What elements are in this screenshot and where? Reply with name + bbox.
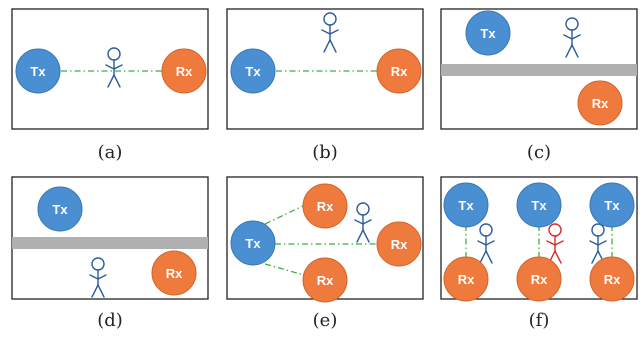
rx-label: Rx [391, 237, 408, 252]
panel-f-rx-2: Rx [516, 256, 562, 302]
person-limb [565, 44, 573, 58]
caption-d: (d) [97, 310, 123, 331]
panel-e-tx: Tx [230, 220, 276, 266]
panel-a-person [105, 47, 123, 88]
panel-c-tx: Tx [465, 10, 511, 56]
rx-label: Rx [592, 96, 609, 111]
panel-d: Tx Rx (d) [11, 176, 209, 331]
tx-label: Tx [245, 64, 261, 79]
panel-b-rx: Rx [376, 48, 422, 94]
rx-label: Rx [317, 273, 334, 288]
person-limb [97, 274, 107, 280]
panel-e-rx-top: Rx [302, 183, 348, 229]
person-limb [485, 250, 493, 264]
person-limb [477, 240, 487, 246]
person-limb [113, 74, 121, 88]
panel-c-wall [441, 64, 637, 76]
panel-a: Tx Rx (a) [11, 8, 209, 163]
panel-e-person [354, 202, 372, 243]
person-limb [589, 240, 599, 246]
person-limb [554, 250, 562, 264]
panel-c-person [563, 17, 581, 58]
person-limb [323, 39, 331, 53]
panel-b-tx: Tx [230, 48, 276, 94]
panel-f-person-2-highlighted [546, 223, 564, 264]
panel-c: Tx Rx (c) [440, 8, 638, 163]
tx-label: Tx [531, 198, 547, 213]
tx-label: Tx [480, 26, 496, 41]
person-limb [591, 250, 599, 264]
person-limb [105, 64, 115, 70]
person-limb [329, 29, 339, 35]
person-limb [479, 250, 487, 264]
tx-label: Tx [52, 202, 68, 217]
panel-d-wall [12, 237, 208, 249]
rx-label: Rx [391, 64, 408, 79]
rx-label: Rx [176, 64, 193, 79]
panel-a-tx: Tx [15, 48, 61, 94]
person-limb [362, 219, 372, 225]
person-limb [89, 274, 99, 280]
panel-d-rx: Rx [151, 250, 197, 296]
rx-label: Rx [166, 266, 183, 281]
rx-label: Rx [604, 272, 621, 287]
person-limb [113, 64, 123, 70]
panel-d-person [89, 257, 107, 298]
tx-label: Tx [604, 198, 620, 213]
person-limb [356, 229, 364, 243]
tx-label: Tx [245, 236, 261, 251]
person-limb [362, 229, 370, 243]
panel-b-person [321, 12, 339, 53]
panel-f-rx-3: Rx [589, 256, 635, 302]
tx-label: Tx [458, 198, 474, 213]
rx-label: Rx [458, 272, 475, 287]
panel-f-rx-1: Rx [443, 256, 489, 302]
caption-b: (b) [312, 142, 338, 163]
panel-f: Tx Tx Tx Rx Rx Rx (f) [440, 176, 638, 331]
rx-label: Rx [531, 272, 548, 287]
panel-d-tx: Tx [37, 186, 83, 232]
panel-e-rx-bottom: Rx [302, 257, 348, 303]
panel-f-tx-2: Tx [516, 182, 562, 228]
person-limb [329, 39, 337, 53]
person-limb [354, 219, 364, 225]
person-limb [91, 284, 99, 298]
person-limb [107, 74, 115, 88]
panel-e-rx-right: Rx [376, 221, 422, 267]
panel-a-rx: Rx [161, 48, 207, 94]
panel-c-rx: Rx [577, 80, 623, 126]
panel-e-link-top [264, 204, 306, 225]
person-limb [571, 44, 579, 58]
caption-a: (a) [98, 142, 123, 163]
rx-label: Rx [317, 199, 334, 214]
person-limb [485, 240, 495, 246]
person-limb [563, 34, 573, 40]
person-limb [321, 29, 331, 35]
person-limb [546, 240, 556, 246]
caption-f: (f) [529, 310, 550, 331]
panel-f-tx-1: Tx [443, 182, 489, 228]
panel-f-tx-3: Tx [589, 182, 635, 228]
tx-label: Tx [30, 64, 46, 79]
person-limb [571, 34, 581, 40]
person-limb [97, 284, 105, 298]
caption-c: (c) [527, 142, 551, 163]
caption-e: (e) [313, 310, 338, 331]
panel-f-person-1 [477, 223, 495, 264]
panel-e: Tx Rx Rx Rx (e) [226, 176, 424, 331]
person-limb [554, 240, 564, 246]
panel-b: Tx Rx (b) [226, 8, 424, 163]
person-limb [597, 240, 607, 246]
